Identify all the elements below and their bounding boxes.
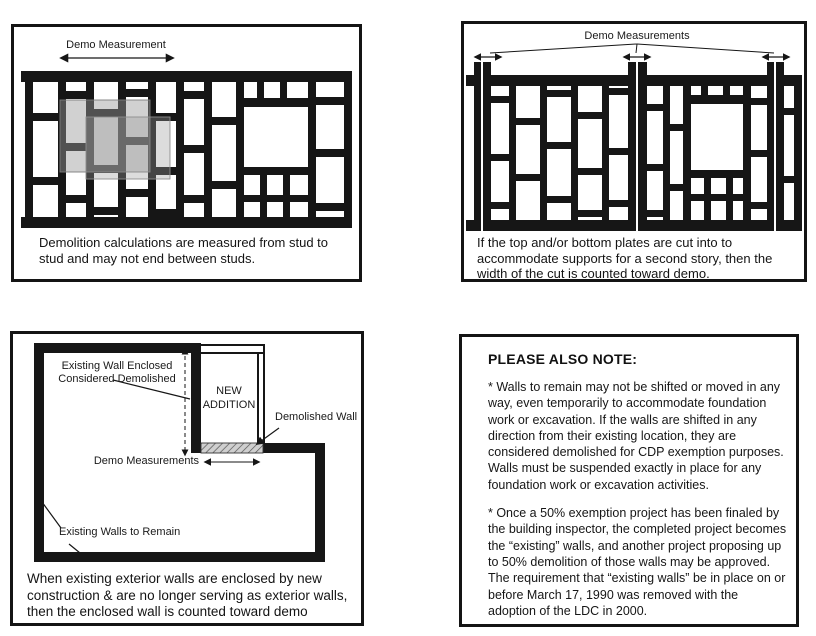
enclosed-existing-wall <box>191 343 201 453</box>
existing-left-wall <box>34 343 44 562</box>
window-header <box>683 95 751 104</box>
enclosed-walls-caption: When existing exterior walls are enclose… <box>27 571 348 619</box>
walls-to-remain-label: Existing Walls to Remain <box>59 526 181 538</box>
support-posts <box>474 62 784 231</box>
existing-bottom-wall <box>34 552 325 562</box>
stud-to-stud-caption: Demolition calculations are measured fro… <box>39 235 329 266</box>
label-pointer-lines <box>41 379 280 554</box>
label-pointer-lines <box>489 43 775 54</box>
panel-enclosed-walls: Existing Wall Enclosed Considered Demoli… <box>10 331 364 626</box>
demolished-wall-hatched <box>200 442 264 454</box>
studs <box>509 86 802 220</box>
panel-plates-cut: Demo Measurements If the top and/or bott… <box>461 21 807 282</box>
note-paragraph-walls-to-remain: * Walls to remain may not be shifted or … <box>488 380 784 492</box>
blocking <box>491 88 794 217</box>
demo-measurements-label: Demo Measurements <box>584 30 690 42</box>
window-framing <box>236 82 316 217</box>
existing-step-wall <box>263 443 325 453</box>
new-addition-label: NEW ADDITION <box>202 385 256 411</box>
window-sill <box>683 170 751 178</box>
panel-note: PLEASE ALSO NOTE: * Walls to remain may … <box>459 334 799 627</box>
wall-framing <box>466 62 802 231</box>
stud-wall-diagram <box>21 53 352 228</box>
panel-stud-to-stud: Demo Measurement Demolition calculations… <box>11 24 362 282</box>
note-title: PLEASE ALSO NOTE: <box>488 351 638 367</box>
bottom-plate <box>21 217 352 228</box>
window-sill <box>236 167 316 175</box>
floor-plan-diagram <box>34 343 325 562</box>
note-body: * Walls to remain may not be shifted or … <box>488 379 788 631</box>
enclosed-wall-label: Existing Wall Enclosed Considered Demoli… <box>58 360 176 385</box>
demo-shaded-region <box>59 99 171 180</box>
window-framing <box>683 86 751 220</box>
new-addition-walls <box>201 344 265 443</box>
existing-right-wall <box>315 443 325 562</box>
wall-framing <box>21 71 352 228</box>
note-paragraph-50-percent: * Once a 50% exemption project has been … <box>488 506 787 618</box>
existing-top-wall <box>34 343 201 353</box>
window-header <box>236 98 316 107</box>
stud-wall-supports-diagram <box>466 43 802 231</box>
demo-measurements-label: Demo Measurements <box>93 455 199 467</box>
studs <box>25 82 352 217</box>
top-plate <box>21 71 352 82</box>
existing-walls <box>34 343 325 562</box>
demolished-wall-label: Demolished Wall <box>275 411 358 423</box>
plates-cut-caption: If the top and/or bottom plates are cut … <box>477 235 773 281</box>
demo-measurement-label: Demo Measurement <box>66 39 166 51</box>
